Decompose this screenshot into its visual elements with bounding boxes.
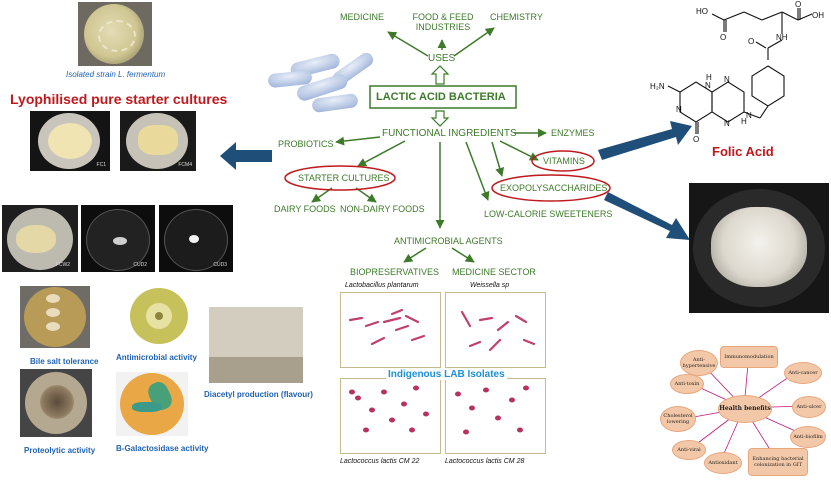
chem-label: N <box>746 111 752 120</box>
chem-label: O <box>748 37 754 46</box>
health-benefit: Anti-viral <box>672 440 706 460</box>
antimicrobial-label: ANTIMICROBIAL AGENTS <box>394 236 503 246</box>
chem-label: NH <box>776 33 788 42</box>
dish-label: CUD3 <box>213 262 227 268</box>
health-benefit: Cholesterol lowering <box>660 406 696 432</box>
starter-culture-dish: CUD2 <box>81 205 155 272</box>
chem-label: H₂N <box>650 82 665 91</box>
isolated-strain-plate <box>78 2 152 66</box>
lab-title-box <box>369 85 517 109</box>
uses-arrow-icon <box>430 65 450 85</box>
health-benefit: Anti-cancer <box>784 362 822 384</box>
eps-powder-image <box>689 183 829 313</box>
indigenous-lab-label: Indigenous LAB Isolates <box>386 369 507 380</box>
dish-label: FC1 <box>96 162 106 168</box>
micrograph-rods <box>348 308 536 352</box>
chem-label: N <box>724 75 730 84</box>
starter-oval <box>284 165 396 191</box>
micrograph-caption: Lactobacillus plantarum <box>345 282 419 289</box>
uses-item-chemistry: CHEMISTRY <box>490 12 543 22</box>
bile-salt-plate <box>20 286 90 348</box>
functional-label: FUNCTIONAL INGREDIENTS <box>382 128 517 139</box>
chem-label: OH <box>812 11 824 20</box>
galactosidase-plate <box>116 372 188 436</box>
dish-label: CUD2 <box>133 262 147 268</box>
galactosidase-caption: B-Galactosidase activity <box>116 444 209 453</box>
folic-acid-structure <box>667 8 813 134</box>
lyophilised-title: Lyophilised pure starter cultures <box>10 91 228 107</box>
folic-acid-label: Folic Acid <box>712 144 774 159</box>
blue-arrow-eps-icon <box>604 192 690 240</box>
lab-title: LACTIC ACID BACTERIA <box>376 91 506 103</box>
blue-arrow-folic-icon <box>598 121 692 160</box>
bile-caption: Bile salt tolerance <box>30 357 99 366</box>
enzymes-label: ENZYMES <box>551 128 595 138</box>
isolated-strain-caption: Isolated strain L. fermentum <box>66 70 166 79</box>
health-center: Health benefits <box>718 395 772 423</box>
medicine-sector-label: MEDICINE SECTOR <box>452 267 536 277</box>
starter-culture-dish: CUD3 <box>159 205 233 272</box>
vitamins-label: VITAMINS <box>543 156 585 166</box>
chem-label: H <box>706 73 712 82</box>
uses-item-medicine: MEDICINE <box>340 12 385 22</box>
chem-label: N <box>724 119 730 128</box>
health-benefit: Anti-biofilm <box>790 426 826 448</box>
blue-arrow-left-icon <box>220 142 272 170</box>
micrograph-frame <box>340 292 441 368</box>
vitamins-oval <box>531 150 595 172</box>
uses-item-food: FOOD & FEED INDUSTRIES <box>412 12 474 32</box>
chem-label: N <box>676 105 682 114</box>
biopreservatives-label: BIOPRESERVATIVES <box>350 267 440 277</box>
chem-label: O <box>720 33 726 42</box>
chem-label: H <box>741 117 747 126</box>
proteolytic-plate <box>20 369 92 437</box>
functional-arrow-icon <box>430 110 450 127</box>
dairy-label: DAIRY FOODS <box>274 204 336 214</box>
chem-label: HO <box>696 7 708 16</box>
dish-label: FCM4 <box>178 162 192 168</box>
antimicrobial-caption: Antimicrobial activity <box>116 353 197 362</box>
starter-culture-dish: FC1 <box>30 111 110 171</box>
eps-oval <box>491 174 611 202</box>
micrograph-frame <box>340 378 441 454</box>
eps-label: EXOPOLYSACCHARIDES <box>500 183 608 193</box>
health-benefit: Enhancing bacterial colonization in GIT <box>748 448 808 476</box>
health-benefit: Anti-toxin <box>670 374 704 394</box>
uses-label: USES <box>428 53 456 64</box>
starter-culture-dish: FCM4 <box>120 111 196 171</box>
diacetyl-tubes <box>209 307 303 383</box>
micrograph-caption: Lactococcus lactis CM 28 <box>445 458 525 465</box>
starter-culture-dish: FCW2 <box>2 205 78 272</box>
diacetyl-caption: Diacetyl production (flavour) <box>204 390 313 399</box>
health-benefit: Anti-hypertensive <box>680 350 718 376</box>
micrograph-cocci <box>349 385 529 435</box>
micrograph-caption: Lactococcus lactis CM 22 <box>340 458 420 465</box>
antimicrobial-plate <box>128 288 190 346</box>
dish-label: FCW2 <box>55 262 70 268</box>
health-benefit: Anti-ulcer <box>792 396 826 418</box>
chem-label: N <box>705 81 711 90</box>
micrograph-frame <box>445 378 546 454</box>
chem-label: O <box>795 0 801 9</box>
health-benefit: Antioxidant <box>704 452 742 474</box>
probiotics-label: PROBIOTICS <box>278 139 334 149</box>
proteolytic-caption: Proteolytic activity <box>24 446 96 455</box>
micrograph-caption: Weissella sp <box>470 282 510 289</box>
chem-label: O <box>693 135 699 144</box>
sweeteners-label: LOW-CALORIE SWEETENERS <box>484 209 613 219</box>
nondairy-label: NON-DAIRY FOODS <box>340 204 425 214</box>
bacteria-rods-icon <box>268 52 374 113</box>
micrograph-frame <box>445 292 546 368</box>
starter-label: STARTER CULTURES <box>298 173 390 183</box>
health-benefit: Immunomodulation <box>720 346 778 368</box>
